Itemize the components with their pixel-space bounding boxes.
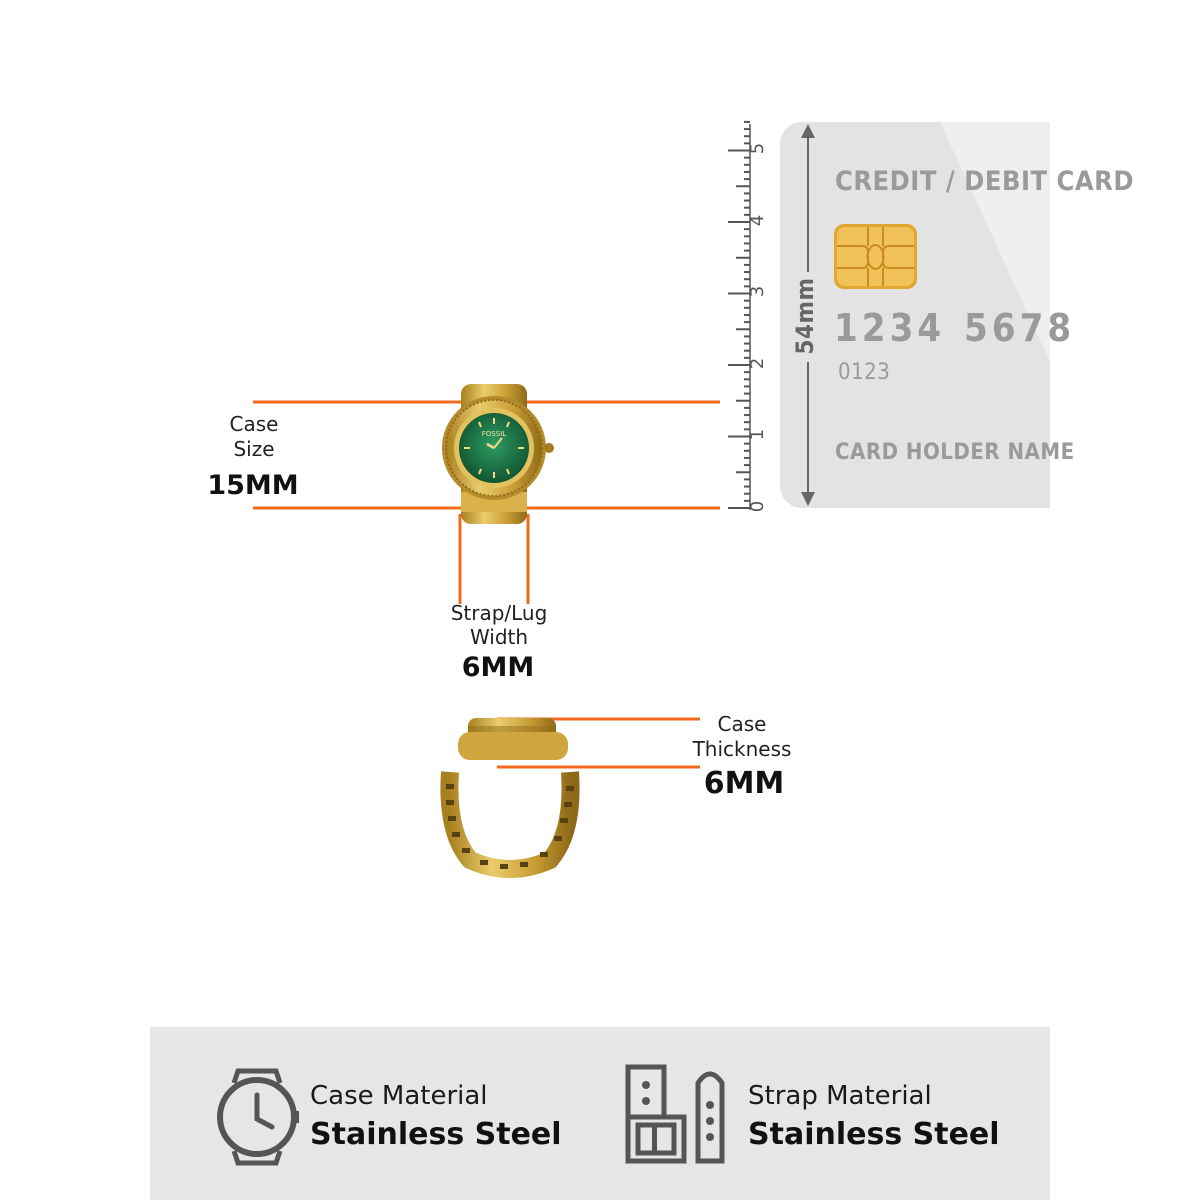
card-height-label: 54mm	[791, 277, 819, 355]
card-small-number: 0123	[838, 360, 891, 385]
case-thickness-label-line1: Case	[717, 712, 767, 736]
chip-icon	[834, 224, 917, 289]
strap-width-value: 6MM	[461, 652, 535, 683]
watch-brand: FOSSIL	[482, 430, 506, 438]
case-size-label-line1: Case	[229, 412, 279, 436]
card-title: CREDIT / DEBIT CARD	[835, 166, 1135, 197]
card-holder-name: CARD HOLDER NAME	[835, 440, 1075, 465]
ring-watch-front: FOSSIL	[442, 384, 554, 524]
card-height-label-bg	[794, 272, 816, 362]
case-size-value: 15MM	[207, 470, 299, 501]
strap-material-title: Strap Material	[748, 1081, 932, 1111]
case-size-label-line2: Size	[233, 437, 275, 461]
case-thickness-value: 6MM	[703, 766, 785, 801]
ruler-tick-label: 2	[747, 357, 769, 370]
ruler-labels: 0 1 2 3 4 5	[747, 118, 782, 518]
case-size-label: Case Size	[204, 412, 304, 462]
watch-icon	[217, 1068, 299, 1166]
ruler-tick-label: 3	[747, 285, 769, 298]
card-number-1: 1234	[834, 306, 946, 350]
ring-watch-side	[440, 718, 580, 878]
strap-width-label: Strap/Lug Width	[434, 601, 564, 649]
case-thickness-label: Case Thickness	[682, 712, 802, 762]
card-shine	[940, 122, 1050, 362]
materials-bar: Case Material Stainless Steel Strap Mate…	[150, 1027, 1050, 1200]
case-material-title: Case Material	[310, 1081, 488, 1111]
card-number-2: 5678	[964, 306, 1076, 350]
strap-icon	[625, 1064, 725, 1164]
case-thickness-label-line2: Thickness	[692, 737, 792, 761]
ruler	[728, 120, 751, 510]
strap-width-label-line1: Strap/Lug	[450, 601, 548, 625]
ruler-tick-label: 4	[747, 214, 769, 227]
case-material-value: Stainless Steel	[310, 1117, 562, 1152]
strap-width-label-line2: Width	[469, 625, 529, 649]
strap-material-value: Stainless Steel	[748, 1117, 1000, 1152]
credit-card: 54mm CREDIT / DEBIT CARD 1234 5678 0123 …	[780, 122, 1134, 508]
ruler-tick-label: 5	[747, 142, 769, 155]
ruler-tick-label: 0	[747, 500, 769, 513]
ruler-tick-label: 1	[747, 428, 769, 441]
